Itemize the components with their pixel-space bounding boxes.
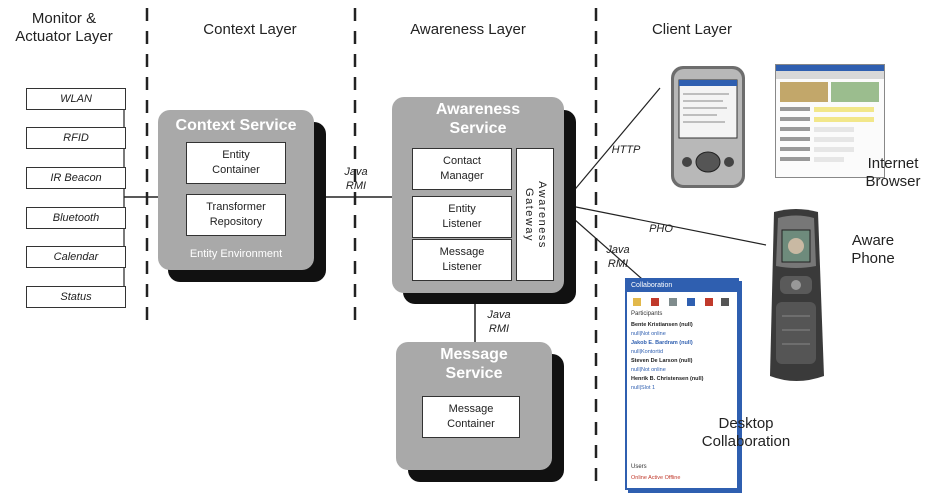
participant-row: null|Slot 1 [631, 385, 656, 391]
contact-manager: Contact Manager [412, 148, 512, 190]
awareness-gateway: Awareness Gateway [516, 148, 554, 281]
status-legend: Online Active Offline [631, 475, 681, 481]
entity-environment-label: Entity Environment [189, 248, 283, 260]
java-rmi-label-desktop: Java RMI [606, 244, 630, 270]
transformer-repository: Transformer Repository [186, 194, 286, 236]
participant-row: null|Kontortid [631, 349, 664, 355]
http-label: HTTP [611, 144, 641, 156]
participants-header: Participants [631, 311, 663, 317]
aware-phone-graphic [770, 209, 824, 381]
monitor-layer-title: Monitor & Actuator Layer [15, 10, 113, 45]
sensor-bluetooth: Bluetooth [26, 207, 126, 229]
desktop-collaboration-label: Desktop Collaboration [701, 415, 791, 450]
message-container: Message Container [422, 396, 520, 438]
sensor-calendar: Calendar [26, 246, 126, 268]
entity-container: Entity Container [186, 142, 286, 184]
window-toolbar-icons [633, 298, 729, 306]
participant-row: Henrik B. Christensen (null) [631, 376, 704, 382]
participant-row: Bente Kristiansen (null) [631, 322, 693, 328]
users-header: Users [631, 464, 647, 470]
context-service: Context Service Entity Container Transfo… [158, 110, 314, 270]
window-toolbar [631, 295, 731, 307]
desktop-collaboration-window: Collaboration Participants Bente Kristia… [625, 278, 739, 490]
pda-device-graphic [671, 66, 745, 188]
java-rmi-label-message: Java RMI [487, 309, 511, 335]
aware-phone-device [760, 206, 832, 386]
awareness-service-title: Awareness Service [435, 101, 521, 137]
aware-phone-label: Aware Phone [851, 232, 895, 267]
context-layer-title: Context Layer [203, 21, 297, 38]
pda-device [665, 64, 751, 192]
participant-row: Steven De Larson (null) [631, 358, 693, 364]
client-layer-title: Client Layer [651, 21, 733, 38]
message-service-title: Message Service [440, 346, 508, 382]
window-title-bar: Collaboration [627, 280, 737, 292]
internet-browser-label: Internet Browser [865, 155, 921, 190]
participants-list: Bente Kristiansen (null) null|Not online… [631, 321, 733, 393]
participant-row: Jakob E. Bardram (null) [631, 340, 693, 346]
pho-label: PHO [649, 223, 673, 235]
browser-screenshot-graphic [776, 65, 884, 162]
sensor-ir-beacon: IR Beacon [26, 167, 126, 189]
http-line [565, 87, 661, 201]
java-rmi-label-context: Java RMI [344, 166, 368, 192]
entity-listener: Entity Listener [412, 196, 512, 238]
awareness-gateway-label: Awareness Gateway [523, 180, 548, 249]
sensor-rfid: RFID [26, 127, 126, 149]
awareness-service: Awareness Service Contact Manager Entity… [392, 97, 564, 293]
message-service: Message Service Message Container [396, 342, 552, 470]
browser-screenshot [775, 64, 885, 178]
participant-row: null|Not online [631, 367, 666, 373]
participant-row: null|Not online [631, 331, 666, 337]
sensor-wlan: WLAN [26, 88, 126, 110]
message-listener: Message Listener [412, 239, 512, 281]
awareness-layer-title: Awareness Layer [410, 21, 526, 38]
sensor-status: Status [26, 286, 126, 308]
pho-line [565, 204, 767, 246]
context-service-title: Context Service [175, 117, 297, 134]
desktop-line [565, 211, 651, 287]
